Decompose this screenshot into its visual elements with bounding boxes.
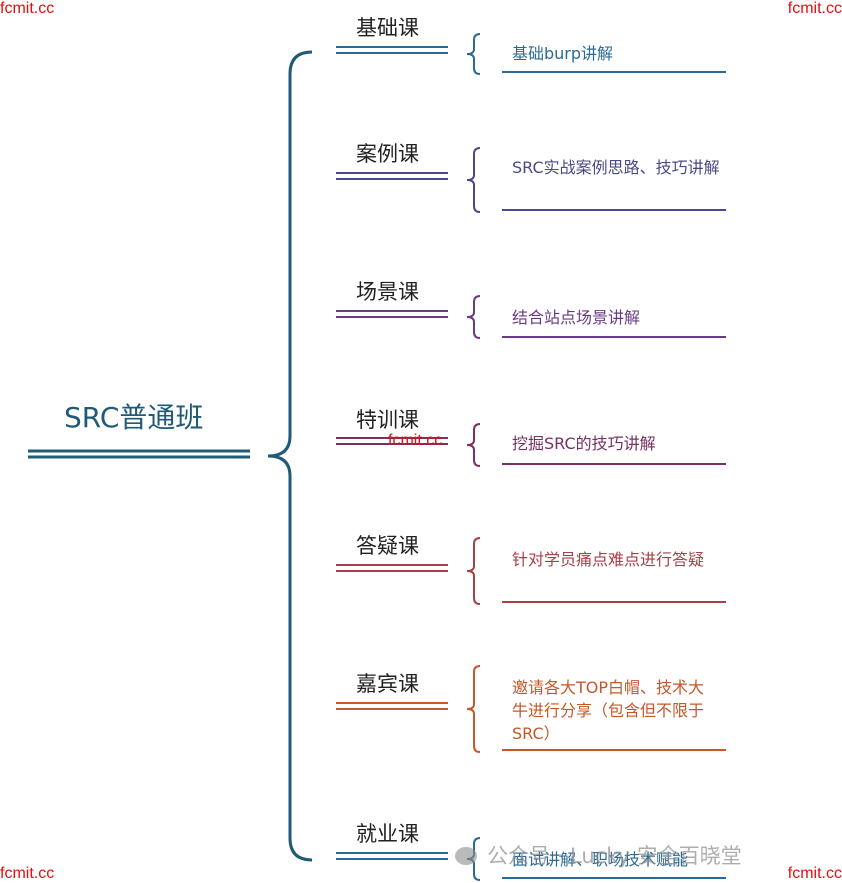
branch-description-2[interactable]: SRC实战案例思路、技巧讲解: [512, 158, 720, 177]
branch-category-1[interactable]: 基础课: [356, 16, 419, 40]
main-brace: [267, 50, 313, 862]
branch-double-line-4: [336, 437, 448, 446]
watermark-center: fcmit.cc: [388, 432, 443, 449]
footer-watermark-text: 公众号 · Lucky 安全百晓堂: [487, 844, 742, 868]
branch-double-line-1: [336, 46, 448, 55]
branch-underline-5: [502, 601, 726, 603]
branch-category-3[interactable]: 场景课: [356, 280, 419, 304]
branch-description-3[interactable]: 结合站点场景讲解: [512, 308, 641, 327]
branch-brace-2: [466, 147, 481, 213]
branch-double-line-6: [336, 702, 448, 711]
branch-brace-5: [466, 537, 481, 605]
watermark-top-left: fcmit.cc: [0, 0, 55, 17]
root-node[interactable]: SRC普通班: [64, 401, 204, 434]
branch-description-6[interactable]: 邀请各大TOP白帽、技术大牛进行分享（包含但不限于SRC）: [512, 678, 705, 743]
branch-underline-1: [502, 71, 726, 73]
branch-description-1[interactable]: 基础burp讲解: [512, 44, 614, 63]
branch-category-6[interactable]: 嘉宾课: [356, 672, 419, 696]
branch-double-line-5: [336, 564, 448, 573]
branch-brace-4: [466, 423, 481, 467]
footer-watermark: 公众号 · Lucky 安全百晓堂: [455, 840, 742, 870]
branch-brace-3: [466, 295, 481, 339]
branch-category-5[interactable]: 答疑课: [356, 534, 419, 558]
branch-category-2[interactable]: 案例课: [356, 142, 419, 166]
watermark-top-right: fcmit.cc: [787, 0, 842, 17]
branch-description-7[interactable]: 面试讲解、职场技术赋能: [512, 850, 689, 869]
watermark-bottom-left: fcmit.cc: [0, 865, 55, 882]
branch-underline-7: [502, 877, 726, 879]
wechat-icon: [455, 847, 477, 865]
branch-underline-6: [502, 749, 726, 751]
branch-description-4[interactable]: 挖掘SRC的技巧讲解: [512, 434, 656, 453]
watermark-bottom-right: fcmit.cc: [787, 865, 842, 882]
branch-double-line-7: [336, 852, 448, 861]
branch-brace-1: [466, 33, 481, 75]
branch-underline-3: [502, 336, 726, 338]
branch-category-7[interactable]: 就业课: [356, 822, 419, 846]
branch-category-4[interactable]: 特训课: [356, 408, 419, 432]
branch-description-5[interactable]: 针对学员痛点难点进行答疑: [512, 550, 705, 569]
branch-double-line-2: [336, 172, 448, 181]
branch-double-line-3: [336, 310, 448, 319]
branch-underline-2: [502, 209, 726, 211]
branch-underline-4: [502, 463, 726, 465]
branch-brace-6: [466, 665, 481, 753]
